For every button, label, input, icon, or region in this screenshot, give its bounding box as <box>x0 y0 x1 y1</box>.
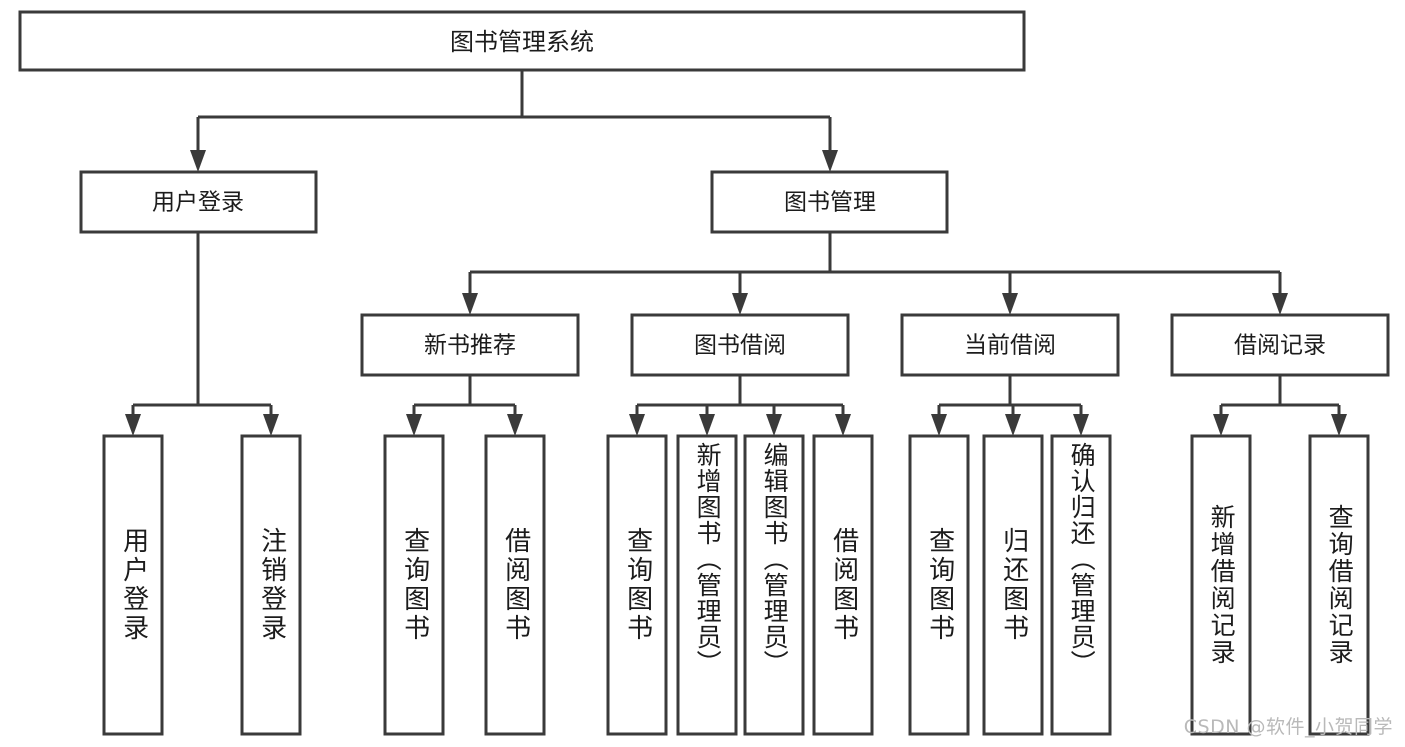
node-book-management-box[interactable] <box>710 170 949 234</box>
arrow-to-user-login <box>190 150 206 172</box>
node-current-borrow-label: 当前借阅 <box>964 333 1056 359</box>
connector-group-user-login-leaves <box>125 232 279 436</box>
connector-group-root-to-level2 <box>190 70 838 172</box>
leaf-box-confirm-return[interactable] <box>1050 434 1112 736</box>
leaf-box-group <box>102 434 1370 736</box>
leaf-box-query-record[interactable] <box>1308 434 1370 736</box>
arrow-leaf-add-book <box>699 414 715 436</box>
arrow-leaf-query-book-2 <box>629 414 645 436</box>
arrow-leaf-query-book-3 <box>931 414 947 436</box>
node-user-login-box[interactable] <box>79 170 318 234</box>
node-root-box[interactable] <box>18 10 1026 72</box>
leaf-box-query-book-2[interactable] <box>606 434 668 736</box>
connector-group-book-borrow-leaves <box>629 375 851 436</box>
node-book-borrow-box[interactable] <box>630 313 850 377</box>
node-user-login-label: 用户登录 <box>152 190 244 216</box>
node-new-book-recommend-label: 新书推荐 <box>424 333 516 359</box>
arrow-leaf-logout <box>263 414 279 436</box>
node-new-book-recommend-box[interactable] <box>360 313 580 377</box>
arrow-to-book-management <box>822 150 838 172</box>
node-user-login[interactable]: 用户登录 <box>79 170 318 234</box>
arrow-to-book-borrow <box>732 293 748 315</box>
connector-group-new-book-recommend-leaves <box>406 375 523 436</box>
arrow-leaf-query-book-1 <box>406 414 422 436</box>
arrow-leaf-add-record <box>1213 414 1229 436</box>
arrow-leaf-edit-book <box>766 414 782 436</box>
node-borrow-record-label: 借阅记录 <box>1234 333 1326 359</box>
arrow-leaf-borrow-book-1 <box>507 414 523 436</box>
leaf-box-add-book[interactable] <box>676 434 738 736</box>
leaf-box-borrow-book-2[interactable] <box>812 434 874 736</box>
leaf-box-user-login[interactable] <box>102 434 164 736</box>
connector-group-book-management-to-level3 <box>462 232 1288 315</box>
arrow-to-borrow-record <box>1272 293 1288 315</box>
leaf-box-query-book-3[interactable] <box>908 434 970 736</box>
node-book-management-label: 图书管理 <box>784 190 876 216</box>
node-current-borrow[interactable]: 当前借阅 <box>900 313 1120 377</box>
node-root[interactable]: 图书管理系统 <box>18 10 1026 72</box>
node-root-label: 图书管理系统 <box>450 28 594 56</box>
connector-group-borrow-record-leaves <box>1213 375 1347 436</box>
node-new-book-recommend[interactable]: 新书推荐 <box>360 313 580 377</box>
leaf-box-add-record[interactable] <box>1190 434 1252 736</box>
arrow-leaf-confirm-return <box>1073 414 1089 436</box>
arrow-to-current-borrow <box>1002 293 1018 315</box>
node-borrow-record-box[interactable] <box>1170 313 1390 377</box>
arrow-leaf-user-login <box>125 414 141 436</box>
leaf-box-borrow-book-1[interactable] <box>484 434 546 736</box>
node-book-borrow[interactable]: 图书借阅 <box>630 313 850 377</box>
arrow-to-new-book-recommend <box>462 293 478 315</box>
node-book-management[interactable]: 图书管理 <box>710 170 949 234</box>
node-book-borrow-label: 图书借阅 <box>694 333 786 359</box>
arrow-leaf-borrow-book-2 <box>835 414 851 436</box>
node-borrow-record[interactable]: 借阅记录 <box>1170 313 1390 377</box>
arrow-leaf-query-record <box>1331 414 1347 436</box>
connector-group-current-borrow-leaves <box>931 375 1089 436</box>
leaf-box-logout[interactable] <box>240 434 302 736</box>
node-current-borrow-box[interactable] <box>900 313 1120 377</box>
leaf-box-edit-book[interactable] <box>743 434 805 736</box>
arrow-leaf-return-book <box>1005 414 1021 436</box>
leaf-box-query-book-1[interactable] <box>383 434 445 736</box>
leaf-box-return-book[interactable] <box>982 434 1044 736</box>
